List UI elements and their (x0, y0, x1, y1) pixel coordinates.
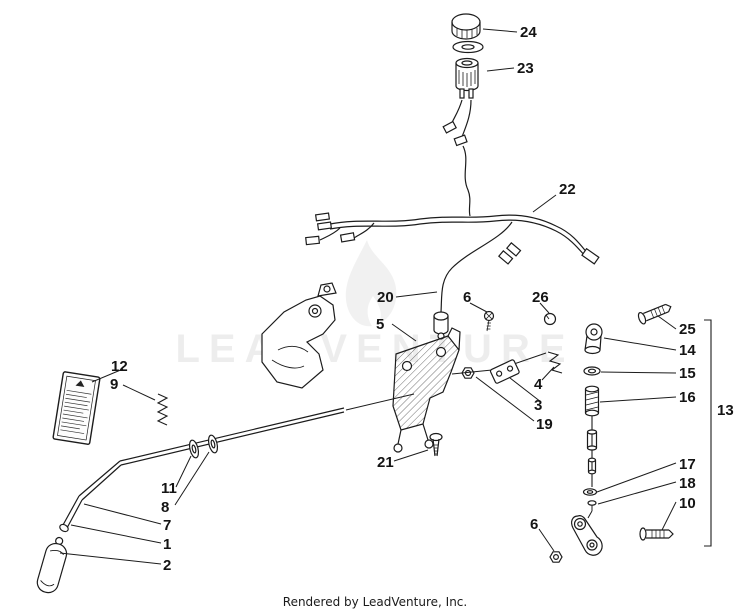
leader-lines (59, 28, 677, 565)
part-label-2: 2 (163, 557, 172, 574)
ignition-wire (433, 221, 522, 340)
part-label-11: 11 (161, 480, 177, 497)
part-label-10: 10 (679, 495, 696, 512)
control-rod (36, 393, 345, 594)
watermark-logo: LEADVENTURE (175, 240, 574, 371)
throttle-bracket-assembly (345, 310, 563, 457)
part-label-3: 3 (534, 397, 543, 414)
right-linkage-column (549, 303, 712, 563)
part-label-4: 4 (534, 376, 543, 393)
renderer-credit: Rendered by LeadVenture, Inc. (282, 595, 468, 609)
part-label-9: 9 (110, 376, 119, 393)
part-label-17: 17 (679, 456, 696, 473)
part-label-6-top: 6 (463, 289, 472, 306)
part-label-23: 23 (517, 60, 534, 77)
part-label-26: 26 (532, 289, 549, 306)
part-label-16: 16 (679, 389, 696, 406)
part-label-21: 21 (377, 454, 394, 471)
part-label-6-bottom: 6 (530, 516, 539, 533)
part-label-7: 7 (163, 517, 172, 534)
watermark-text: LEADVENTURE (175, 327, 574, 371)
warning-tag (52, 371, 101, 445)
part-label-13: 13 (717, 402, 734, 419)
part-label-20: 20 (377, 289, 394, 306)
wiring-harness (305, 212, 600, 265)
part-label-14: 14 (679, 342, 696, 359)
key-switch-assembly (442, 13, 484, 217)
mount-bracket (261, 282, 337, 389)
part-label-5: 5 (376, 316, 385, 333)
part-label-1: 1 (163, 536, 172, 553)
part-label-24: 24 (520, 24, 537, 41)
part-label-15: 15 (679, 365, 696, 382)
part-label-19: 19 (536, 416, 553, 433)
part-label-18: 18 (679, 475, 696, 492)
part-label-12: 12 (111, 358, 128, 375)
part-label-8: 8 (161, 499, 170, 516)
part-label-25: 25 (679, 321, 696, 338)
part-label-22: 22 (559, 181, 576, 198)
